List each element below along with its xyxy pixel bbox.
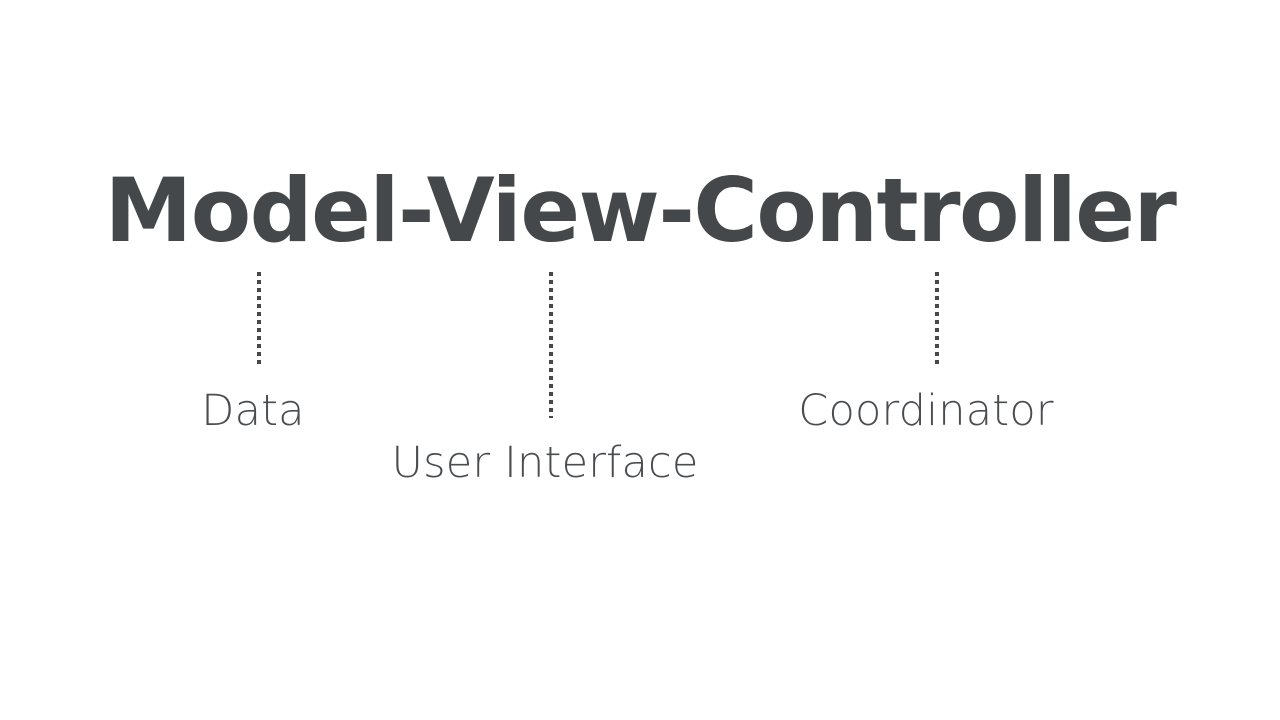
- label-model-data: Data: [201, 386, 305, 436]
- connector-line-controller: [935, 272, 939, 366]
- page-title: Model-View-Controller: [104, 159, 1177, 262]
- connector-line-model: [257, 272, 261, 366]
- connector-line-view: [549, 272, 553, 418]
- label-controller-coordinator: Coordinator: [798, 386, 1054, 436]
- label-view-user-interface: User Interface: [391, 438, 699, 488]
